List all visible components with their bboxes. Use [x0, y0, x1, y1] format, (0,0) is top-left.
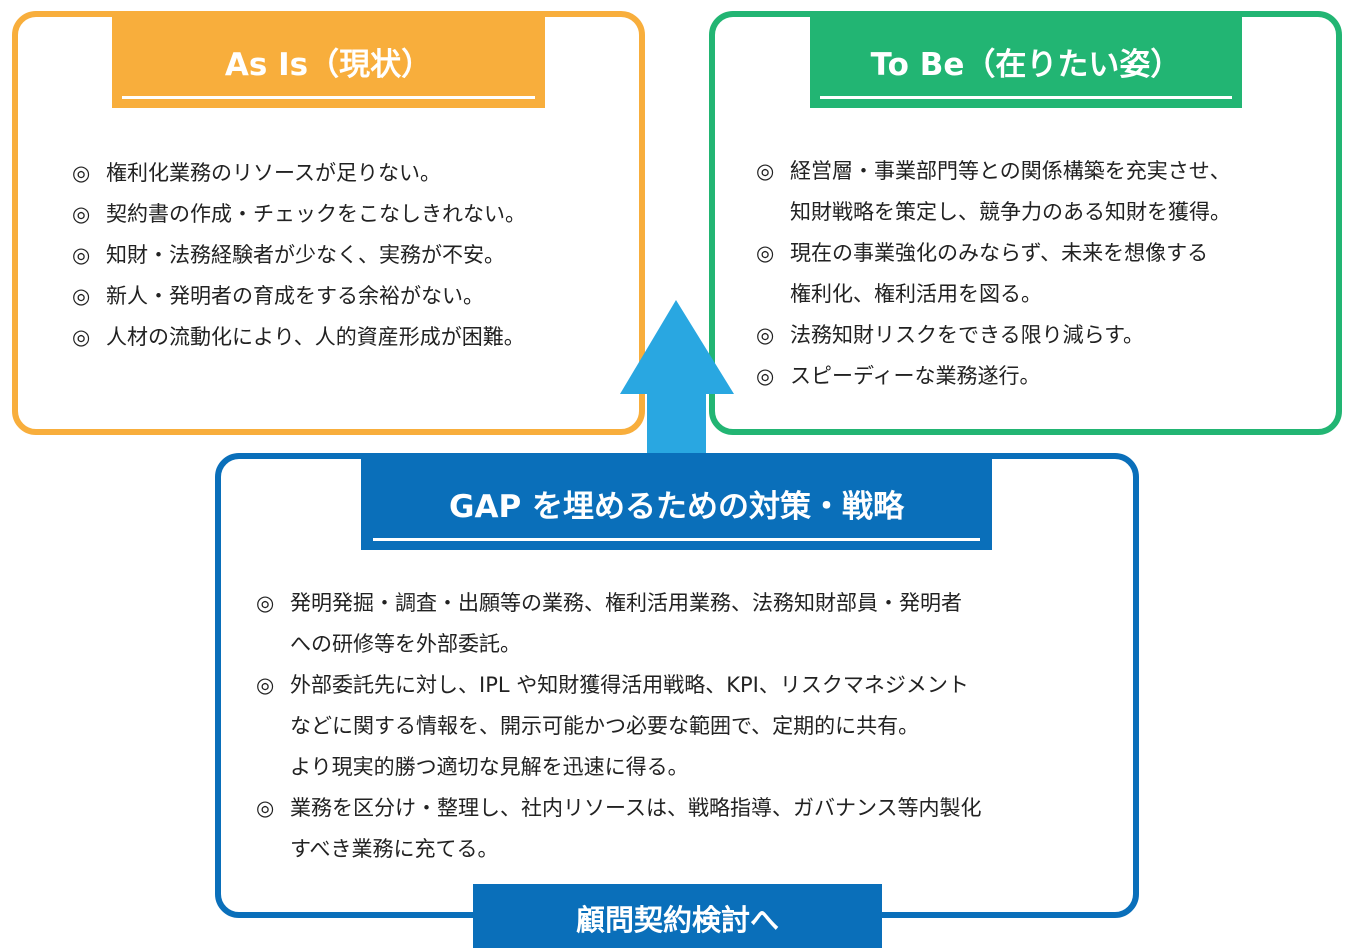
list-item-text: 発明発掘・調査・出願等の業務、権利活用業務、法務知財部員・発明者	[290, 591, 962, 615]
list-item: ◎ 人材の流動化により、人的資産形成が困難。	[72, 317, 526, 358]
list-item-text: 知財戦略を策定し、競争力のある知財を獲得。	[790, 200, 1231, 224]
header-underline	[373, 538, 980, 541]
double-circle-bullet-icon: ◎	[756, 241, 775, 265]
list-item-line: ◎ 現在の事業強化のみならず、未来を想像する	[756, 233, 1231, 274]
list-item-text: 人材の流動化により、人的資産形成が困難。	[106, 325, 525, 349]
double-circle-bullet-icon: ◎	[756, 364, 775, 388]
list-item-line: ◎ 人材の流動化により、人的資産形成が困難。	[72, 317, 526, 358]
list-item-line: ◎ 契約書の作成・チェックをこなしきれない。	[72, 194, 526, 235]
header-underline	[820, 96, 1232, 99]
list-item-line: ◎ 業務を区分け・整理し、社内リソースは、戦略指導、ガバナンス等内製化	[256, 788, 982, 829]
list-item-line: ◎ 新人・発明者の育成をする余裕がない。	[72, 276, 526, 317]
list-item-text: 権利化業務のリソースが足りない。	[106, 161, 441, 185]
list-item: ◎ スピーディーな業務遂行。	[756, 356, 1231, 397]
up-arrow-icon	[620, 300, 734, 466]
as-is-header: As Is（現状）	[112, 17, 545, 108]
list-item-text: スピーディーな業務遂行。	[790, 364, 1041, 388]
list-item: ◎ 権利化業務のリソースが足りない。	[72, 153, 526, 194]
list-item: ◎ 契約書の作成・チェックをこなしきれない。	[72, 194, 526, 235]
to-be-title: To Be（在りたい姿）	[870, 47, 1182, 83]
list-item: ◎ 現在の事業強化のみならず、未来を想像する権利化、権利活用を図る。	[756, 233, 1231, 315]
list-item-text: などに関する情報を、開示可能かつ必要な範囲で、定期的に共有。	[290, 714, 920, 738]
list-item-line: ◎ 外部委託先に対し、IPL や知財獲得活用戦略、KPI、リスクマネジメント	[256, 665, 982, 706]
list-item: ◎ 法務知財リスクをできる限り減らす。	[756, 315, 1231, 356]
gap-title: GAP を埋めるための対策・戦略	[449, 489, 904, 525]
list-item-line: ◎ 発明発掘・調査・出願等の業務、権利活用業務、法務知財部員・発明者	[256, 583, 982, 624]
header-underline	[122, 96, 535, 99]
list-item-text: 外部委託先に対し、IPL や知財獲得活用戦略、KPI、リスクマネジメント	[290, 673, 969, 697]
double-circle-bullet-icon: ◎	[256, 591, 275, 615]
consult-contract-banner: 顧問契約検討へ	[473, 884, 882, 948]
list-item-text: 権利化、権利活用を図る。	[790, 282, 1042, 306]
list-item-text: 経営層・事業部門等との関係構築を充実させ、	[790, 159, 1231, 183]
list-item-text: 法務知財リスクをできる限り減らす。	[790, 323, 1145, 347]
gap-list: ◎ 発明発掘・調査・出願等の業務、権利活用業務、法務知財部員・発明者への研修等を外…	[256, 583, 982, 870]
double-circle-bullet-icon: ◎	[72, 284, 91, 308]
list-item-line: すべき業務に充てる。	[256, 829, 982, 870]
list-item: ◎ 発明発掘・調査・出願等の業務、権利活用業務、法務知財部員・発明者への研修等を外…	[256, 583, 982, 665]
list-item: ◎ 新人・発明者の育成をする余裕がない。	[72, 276, 526, 317]
list-item-line: ◎ スピーディーな業務遂行。	[756, 356, 1231, 397]
list-item: ◎ 業務を区分け・整理し、社内リソースは、戦略指導、ガバナンス等内製化すべき業務に…	[256, 788, 982, 870]
list-item-line: 権利化、権利活用を図る。	[756, 274, 1231, 315]
list-item-line: より現実的勝つ適切な見解を迅速に得る。	[256, 747, 982, 788]
double-circle-bullet-icon: ◎	[256, 796, 275, 820]
list-item: ◎ 知財・法務経験者が少なく、実務が不安。	[72, 235, 526, 276]
double-circle-bullet-icon: ◎	[72, 202, 91, 226]
double-circle-bullet-icon: ◎	[756, 159, 775, 183]
list-item: ◎ 経営層・事業部門等との関係構築を充実させ、知財戦略を策定し、競争力のある知財を…	[756, 151, 1231, 233]
list-item-line: への研修等を外部委託。	[256, 624, 982, 665]
double-circle-bullet-icon: ◎	[72, 161, 91, 185]
footer-label: 顧問契約検討へ	[575, 903, 779, 937]
list-item-line: ◎ 経営層・事業部門等との関係構築を充実させ、	[756, 151, 1231, 192]
list-item-text: より現実的勝つ適切な見解を迅速に得る。	[290, 755, 689, 779]
list-item-text: への研修等を外部委託。	[290, 632, 521, 656]
list-item: ◎ 外部委託先に対し、IPL や知財獲得活用戦略、KPI、リスクマネジメントなどに…	[256, 665, 982, 788]
double-circle-bullet-icon: ◎	[72, 243, 91, 267]
list-item-text: すべき業務に充てる。	[290, 837, 499, 861]
double-circle-bullet-icon: ◎	[72, 325, 91, 349]
double-circle-bullet-icon: ◎	[256, 673, 275, 697]
list-item-line: などに関する情報を、開示可能かつ必要な範囲で、定期的に共有。	[256, 706, 982, 747]
list-item-text: 現在の事業強化のみならず、未来を想像する	[790, 241, 1209, 265]
list-item-text: 新人・発明者の育成をする余裕がない。	[106, 284, 484, 308]
list-item-line: ◎ 法務知財リスクをできる限り減らす。	[756, 315, 1231, 356]
list-item-text: 契約書の作成・チェックをこなしきれない。	[106, 202, 526, 226]
double-circle-bullet-icon: ◎	[756, 323, 775, 347]
list-item-text: 知財・法務経験者が少なく、実務が不安。	[106, 243, 505, 267]
to-be-header: To Be（在りたい姿）	[810, 17, 1242, 108]
list-item-text: 業務を区分け・整理し、社内リソースは、戦略指導、ガバナンス等内製化	[290, 796, 982, 820]
list-item-line: 知財戦略を策定し、競争力のある知財を獲得。	[756, 192, 1231, 233]
as-is-list: ◎ 権利化業務のリソースが足りない。 ◎ 契約書の作成・チェックをこなしきれない。 ◎ 知…	[72, 153, 526, 358]
to-be-list: ◎ 経営層・事業部門等との関係構築を充実させ、知財戦略を策定し、競争力のある知財を…	[756, 151, 1231, 397]
gap-header: GAP を埋めるための対策・戦略	[361, 459, 992, 550]
as-is-title: As Is（現状）	[224, 47, 433, 83]
list-item-line: ◎ 権利化業務のリソースが足りない。	[72, 153, 526, 194]
list-item-line: ◎ 知財・法務経験者が少なく、実務が不安。	[72, 235, 526, 276]
